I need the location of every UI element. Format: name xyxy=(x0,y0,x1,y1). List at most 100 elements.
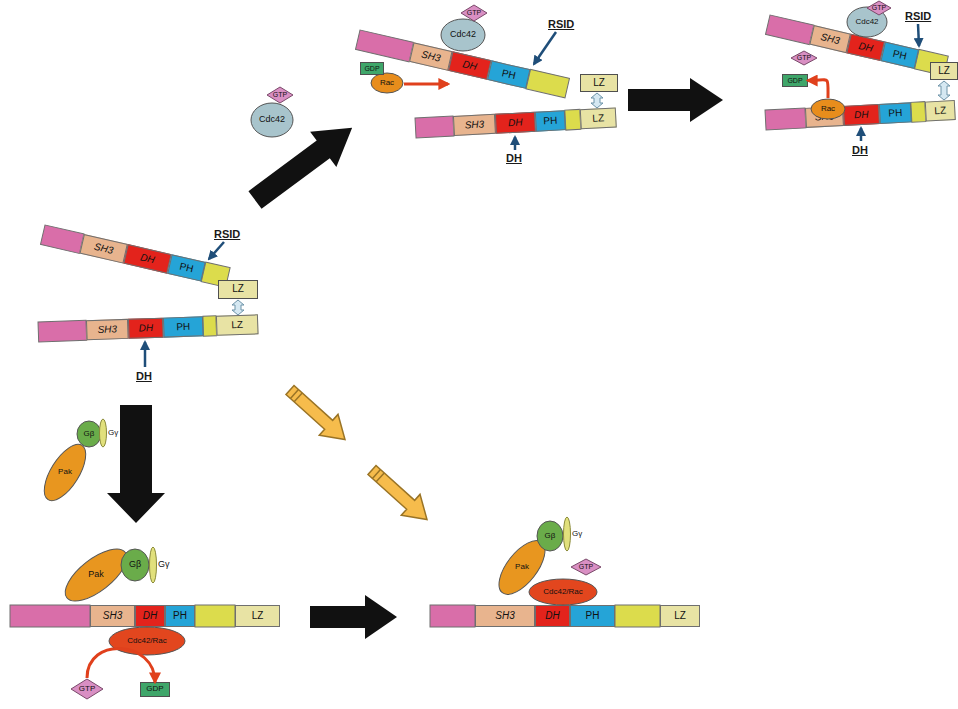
node-text: SH3 xyxy=(495,611,514,622)
rsid-segment xyxy=(615,605,660,627)
ellipse-shape xyxy=(36,438,94,507)
node-text: DH xyxy=(508,117,523,128)
g-beta-circle: Gβ xyxy=(120,548,150,582)
node-text: SH3 xyxy=(97,324,117,335)
domain-segment: PH xyxy=(570,605,615,627)
node-text: PH xyxy=(586,611,600,622)
ellipse-shape xyxy=(251,103,293,137)
bar-ends xyxy=(415,109,581,138)
domain-segment: SH3 xyxy=(809,25,851,53)
diamond-shape xyxy=(71,679,103,699)
domain-segment: SH3 xyxy=(86,319,129,340)
ellipse-shape xyxy=(100,419,107,447)
ellipse-shape xyxy=(847,7,887,37)
node-text: PH xyxy=(501,68,517,81)
bar-ends xyxy=(41,225,231,287)
node-text: GTP xyxy=(467,9,481,16)
callout-label: RSID xyxy=(905,10,931,22)
node-text: GTP xyxy=(273,91,287,98)
node-text: Rac xyxy=(380,79,394,87)
domain-segment: SH3 xyxy=(453,114,496,136)
ellipse-shape xyxy=(109,627,185,655)
alternative-arrow xyxy=(363,460,437,530)
node-text: SH3 xyxy=(464,119,484,131)
gtpase-ellipse: Rac xyxy=(810,98,846,120)
gtp-diamond: GTP xyxy=(460,4,488,22)
ellipse-shape xyxy=(811,99,845,119)
diamond-shape xyxy=(571,559,601,575)
block-arrow xyxy=(628,78,723,122)
rsid-segment xyxy=(526,69,569,97)
node-text: Gβ xyxy=(545,532,556,540)
gtpase-ellipse: Rac xyxy=(370,72,404,94)
ellipse-shape xyxy=(529,579,597,605)
node-text: DH xyxy=(545,611,559,622)
node-text: PH xyxy=(179,261,195,274)
node-text: Gβ xyxy=(84,430,95,438)
node-text: GTP xyxy=(79,685,95,693)
node-text: Gγ xyxy=(108,429,118,437)
domain-segment: DH xyxy=(123,244,171,274)
callout-arrow xyxy=(514,137,517,150)
node-text: Cdc42/Rac xyxy=(543,588,583,596)
domain-segment: PH xyxy=(165,605,195,627)
n-terminal-segment xyxy=(765,108,806,130)
node-text: GTP xyxy=(797,54,811,61)
gdp-box: GDP xyxy=(360,62,384,75)
node-text: PH xyxy=(173,611,187,622)
arrow-tail-stripe xyxy=(294,393,302,402)
callout-label: RSID xyxy=(548,18,574,30)
node-text: PH xyxy=(176,321,190,332)
ellipse-shape xyxy=(537,521,563,551)
gtpase-ellipse: Cdc42 xyxy=(250,102,294,138)
domain-segment: DH xyxy=(846,34,885,61)
domain-segment: DH xyxy=(535,605,570,627)
node-text: PH xyxy=(892,49,908,62)
arrow-tail-stripe xyxy=(290,390,298,399)
node-text: LZ xyxy=(674,611,686,622)
g-beta-circle: Gβ xyxy=(536,520,564,552)
n-terminal-segment xyxy=(356,30,414,62)
domain-segment: LZ xyxy=(216,314,259,335)
gdp-box: GDP xyxy=(782,74,808,87)
domain-segment: DH xyxy=(128,318,164,339)
node-text: DH xyxy=(138,323,153,334)
domain-segment: LZ xyxy=(235,605,280,627)
domain-segment: PH xyxy=(535,110,566,132)
domain-segment: DH xyxy=(495,112,536,134)
g-beta-circle: Gβ xyxy=(76,420,102,448)
binding-arrow xyxy=(404,83,448,86)
node-text: GDP xyxy=(364,65,379,72)
node-text: Gγ xyxy=(158,560,170,569)
ellipse-shape xyxy=(121,549,149,581)
domain-segment: DH xyxy=(843,104,880,126)
node-text: SH3 xyxy=(819,32,840,47)
domain-segment: LZ xyxy=(580,107,617,129)
rsid-segment xyxy=(203,316,217,336)
node-text: GTP xyxy=(579,563,593,570)
bar-ends xyxy=(765,102,926,130)
ellipse-shape xyxy=(57,540,135,611)
ellipse-shape xyxy=(371,73,403,93)
callout-arrow xyxy=(209,242,224,259)
n-terminal-segment xyxy=(415,116,454,138)
node-text: DH xyxy=(143,611,157,622)
alternative-arrow-body xyxy=(281,380,355,450)
callout-label: DH xyxy=(852,144,868,156)
rsid-segment xyxy=(565,109,581,130)
ellipse-shape xyxy=(441,19,485,51)
node-text: LZ xyxy=(232,284,244,295)
gtp-diamond: GTP xyxy=(866,0,892,16)
block-arrow xyxy=(310,595,397,639)
arrow-tail-stripe xyxy=(376,473,384,482)
domain-segment: PH xyxy=(487,60,530,88)
node-text: LZ xyxy=(231,320,243,331)
diamond-shape xyxy=(267,87,293,103)
bar-ends xyxy=(766,15,949,76)
callout-arrow xyxy=(144,342,147,367)
node-text: Gβ xyxy=(129,560,141,569)
domain-segment: LZ xyxy=(925,100,956,122)
node-text: PH xyxy=(543,115,557,126)
domain-segment: SH3 xyxy=(90,605,135,627)
domain-segment: PH xyxy=(879,102,912,124)
